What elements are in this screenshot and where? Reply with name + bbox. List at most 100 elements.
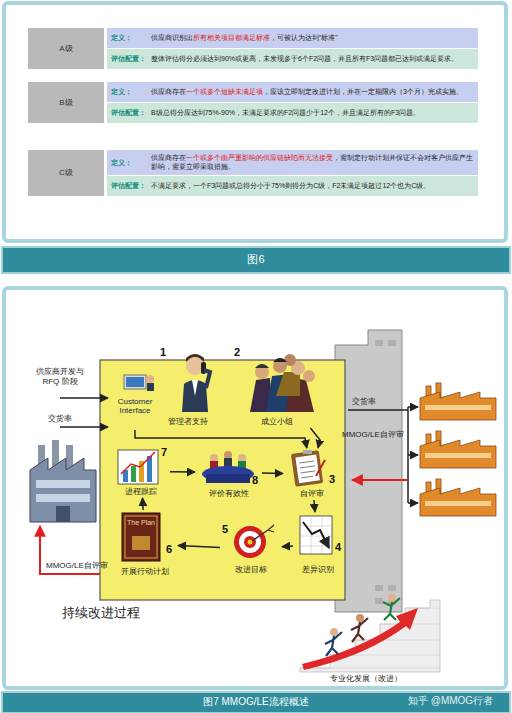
process-step: 5 改进目标 [220,522,282,576]
row-text: ，可被认为达到“标准” [270,34,338,41]
row-body: 供应商存在一个或多个由严重影响的供应链缺陷而无法接受，需制定行动计划并保证不会对… [151,153,474,172]
definition-row: 定义：供应商存在一个或多个短缺未满足项，应该立即制定改进计划，并在一定期限内（3… [107,82,478,102]
flow-arrow [408,406,418,408]
evaluation-row: 评估配置：整体评估得分必须达到90%或更高，未发现多于6个F2问题，并且所有F3… [107,49,478,69]
process-step: 8评价有效性 [195,445,262,500]
process-panel [100,360,345,600]
highlight-text: 一个或多个短缺未满足项 [186,88,263,95]
definition-row: 定义：供应商识别出所有相关项目都满足标准，可被认为达到“标准” [107,28,478,48]
row-heading: 评估配置： [111,54,151,63]
row-text: 供应商存在 [151,88,186,95]
process-step: 7 进程跟踪 [112,445,170,498]
annotation: 持续改进过程 [62,605,140,621]
process-step: 3 自评审 [283,448,340,500]
interface-label: Customer Interface [112,393,158,415]
row-text: B级总得分应达到75%-90%，未满足要求的F2问题少于12个，并且满足所有的F… [151,109,420,116]
row-heading: 评估配置： [111,108,151,117]
flow-arrow [60,397,108,399]
factory [30,440,96,522]
flow-connector [262,472,283,474]
grade-row: B级定义：供应商存在一个或多个短缺未满足项，应该立即制定改进计划，并在一定期限内… [28,82,478,123]
row-body: 不满足要求，一个F3问题或总得分小于75%则得分为C级，F2未满足项超过12个也… [151,181,474,190]
feedback-arrow [352,479,407,481]
evaluation-row: 评估配置：B级总得分应达到75%-90%，未满足要求的F2问题少于12个，并且满… [107,103,478,123]
annotation: MMOG/LE自评审 [342,430,404,440]
building-windows [375,340,396,604]
flow-connector [178,546,220,548]
clipboard-icon [291,450,325,487]
watermark: 知乎 @MMOG行者 [408,695,493,707]
flow-connector [310,428,320,448]
grade-row: A级定义：供应商识别出所有相关项目都满足标准，可被认为达到“标准”评估配置：整体… [28,28,478,69]
grade-label: A级 [28,28,104,69]
manager-icon [182,354,210,412]
callout-number: 2 [234,347,240,358]
callout-number: 4 [335,542,341,553]
flow-connector [314,500,315,512]
step-label: 评价有效性 [209,489,249,499]
target-icon [234,525,274,558]
flow-connector [142,498,144,510]
progress-chart [118,450,158,484]
grade-label: B级 [28,82,104,123]
panel-frame [4,288,506,688]
row-text: 不满足要求，一个F3问题或总得分小于75%则得分为C级，F2未满足项超过12个也… [151,182,430,189]
annotation: 专业化发展（改进） [330,674,402,684]
callout-number: 8 [252,475,258,486]
callout-number: 1 [160,347,166,358]
step-label: 改进目标 [235,565,267,575]
callout-number: 7 [161,447,167,458]
grade-row: C级定义：供应商存在一个或多个由严重影响的供应链缺陷而无法接受，需制定行动计划并… [28,150,478,196]
supplier-factory [420,383,496,516]
flow-arrow [348,409,408,411]
row-body: 供应商识别出所有相关项目都满足标准，可被认为达到“标准” [151,33,474,42]
row-text: ，应该立即制定改进计划，并在一定期限内（3个月）完成实施。 [263,88,463,95]
row-text: 供应商识别出 [151,34,193,41]
factory-windows [425,405,491,506]
interface-box: Customer Interface [112,393,158,430]
callout-number: 5 [222,524,228,535]
improvement-stairs [300,594,440,672]
flow-connector [170,471,195,473]
row-heading: 定义： [111,33,151,42]
book-title: The Plan [124,519,158,527]
step-label: 开展行动计划 [121,567,169,577]
step-label: 管理者支持 [168,417,208,427]
process-step: 4 差异识别 [293,512,343,576]
row-heading: 评估配置： [111,181,151,190]
step-label: 差异识别 [302,565,334,575]
row-body: 整体评估得分必须达到90%或更高，未发现多于6个F2问题，并且所有F3问题都已达… [151,54,474,63]
gap-icon [300,516,332,554]
annotation: 交货率 [48,414,72,424]
row-heading: 定义： [111,87,151,96]
annotation: 交货率 [352,397,376,407]
plan-book [122,513,160,561]
step-label: 进程跟踪 [125,487,157,497]
callout-number: 6 [166,544,172,555]
team-icon [250,354,315,412]
step-label: 成立小组 [261,417,293,427]
flow-connector [135,430,307,448]
annotation: 供应商开发与RFQ 阶段 [28,367,92,386]
panel-frame [4,3,506,241]
annotation: MMOG/LE自评审 [46,561,108,571]
flow-arrow [408,454,418,456]
callout-number: 3 [329,474,335,485]
figure-caption: 图7 MMOG/LE流程概述 [0,696,512,708]
row-text: 整体评估得分必须达到90%或更高，未发现多于6个F2问题，并且所有F3问题都已达… [151,55,458,62]
definition-row: 定义：供应商存在一个或多个由严重影响的供应链缺陷而无法接受，需制定行动计划并保证… [107,150,478,175]
grade-label: C级 [28,150,104,196]
row-body: B级总得分应达到75%-90%，未满足要求的F2问题少于12个，并且满足所有的F… [151,108,474,117]
flow-arrow [60,426,108,428]
process-step: 2 成立小组 [232,345,322,428]
meeting-icon [202,451,254,483]
computer-icon [124,375,154,391]
flow-connector [282,545,293,547]
caption-number: 图6 [0,253,512,266]
step-label: 自评审 [300,489,324,499]
row-heading: 定义： [111,158,151,167]
row-body: 供应商存在一个或多个短缺未满足项，应该立即制定改进计划，并在一定期限内（3个月）… [151,87,474,96]
highlight-text: 一个或多个由严重影响的供应链缺陷而无法接受 [186,154,333,161]
row-text: 供应商存在 [151,154,186,161]
highlight-text: 所有相关项目都满足标准 [193,34,270,41]
